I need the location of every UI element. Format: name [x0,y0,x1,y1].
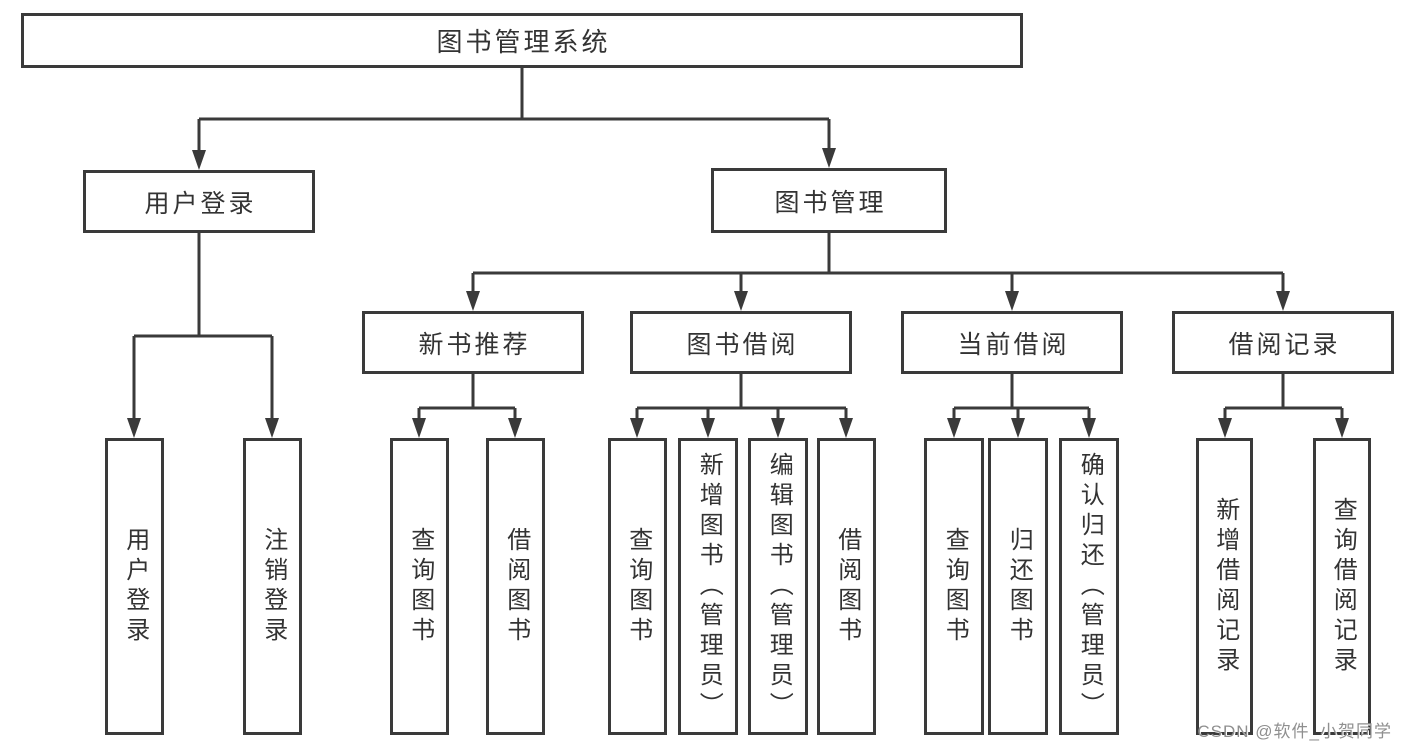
leaf-query-books-current: 查询图书 [924,438,984,735]
node-root: 图书管理系统 [21,13,1023,68]
node-book-management: 图书管理 [711,168,947,233]
node-borrowing-records: 借阅记录 [1172,311,1394,374]
node-new-book-recommend: 新书推荐 [362,311,584,374]
tree-lines [132,68,1344,424]
node-user-login: 用户登录 [83,170,315,233]
watermark: CSDN @软件_小贺同学 [1197,722,1392,741]
leaf-add-books-admin: 新增图书（管理员） [678,438,738,735]
leaf-user-login: 用户登录 [105,438,164,735]
leaf-return-books: 归还图书 [988,438,1048,735]
leaf-confirm-return-admin: 确认归还（管理员） [1059,438,1119,735]
leaf-edit-books-admin: 编辑图书（管理员） [748,438,808,735]
leaf-logout: 注销登录 [243,438,302,735]
node-book-borrowing: 图书借阅 [630,311,852,374]
leaf-borrow-books: 借阅图书 [817,438,876,735]
leaf-borrow-books-recommend: 借阅图书 [486,438,545,735]
node-current-borrowing: 当前借阅 [901,311,1123,374]
leaf-query-books-borrow: 查询图书 [608,438,667,735]
leaf-query-borrow-record: 查询借阅记录 [1313,438,1371,735]
leaf-query-books-recommend: 查询图书 [390,438,449,735]
arrowheads [127,148,1349,438]
leaf-add-borrow-record: 新增借阅记录 [1196,438,1253,735]
